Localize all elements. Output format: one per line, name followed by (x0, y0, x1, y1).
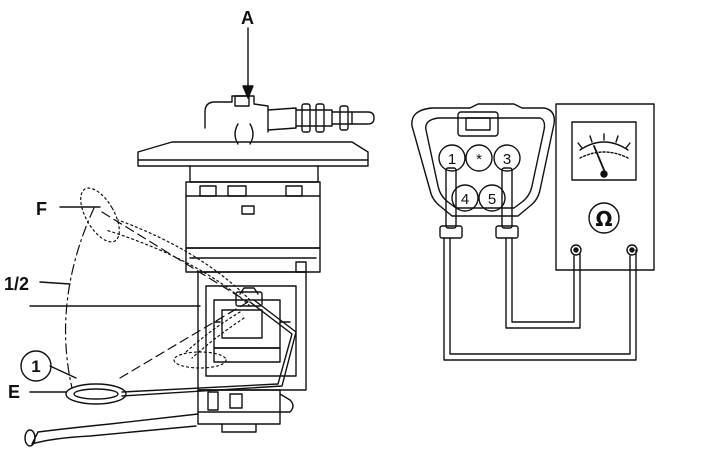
pin-3-label: 3 (503, 151, 511, 168)
lead-outer-1 (443, 237, 637, 361)
ohm-selector (588, 202, 620, 234)
pin-unused (465, 144, 493, 172)
label-a: A (241, 8, 254, 28)
probe-left (445, 167, 457, 229)
meter-needle (593, 145, 605, 171)
mounting-flange (137, 141, 369, 183)
pin-1-label: 1 (448, 151, 456, 168)
meter-scale-arc (579, 141, 629, 151)
pin-3 (493, 144, 521, 172)
probe-right (501, 167, 513, 229)
arrow-a-head (242, 85, 254, 99)
label-half: 1/2 (4, 274, 29, 294)
test-leads (443, 237, 637, 361)
label-one: 1 (31, 357, 40, 376)
pump-foot (24, 389, 294, 447)
float-dashed-lines (101, 211, 249, 379)
callout-circle-1 (20, 350, 52, 382)
fuel-pump-module (24, 95, 375, 447)
pump-body (185, 181, 321, 273)
ohm-symbol: Ω (595, 207, 612, 231)
connector-pins: 1 * 3 4 5 (438, 144, 521, 212)
meter-terminal-right (626, 244, 638, 256)
leader-lines (29, 27, 254, 393)
float-travel-dotted (80, 187, 251, 369)
connector-latch (457, 111, 499, 137)
pin-4 (451, 184, 479, 212)
ohmmeter-body (555, 103, 655, 271)
pin-5 (478, 184, 506, 212)
ohmmeter: Ω (555, 103, 655, 271)
pin-1 (438, 144, 466, 172)
float-travel-arc (65, 207, 95, 389)
meter-display (571, 121, 637, 181)
test-probes (439, 167, 519, 239)
pump-lower-housing (197, 271, 307, 391)
float-arm (65, 299, 297, 405)
outlet-pipe (204, 95, 375, 145)
lead-inner-1 (505, 237, 581, 329)
meter-terminal-left (570, 244, 582, 256)
label-f: F (36, 199, 47, 219)
pin-5-label: 5 (488, 191, 496, 208)
connector (411, 103, 555, 217)
pin-4-label: 4 (461, 191, 469, 208)
pin-unused-label: * (476, 151, 482, 168)
float-full (65, 383, 127, 405)
label-e: E (8, 382, 20, 402)
float-empty (80, 187, 120, 243)
